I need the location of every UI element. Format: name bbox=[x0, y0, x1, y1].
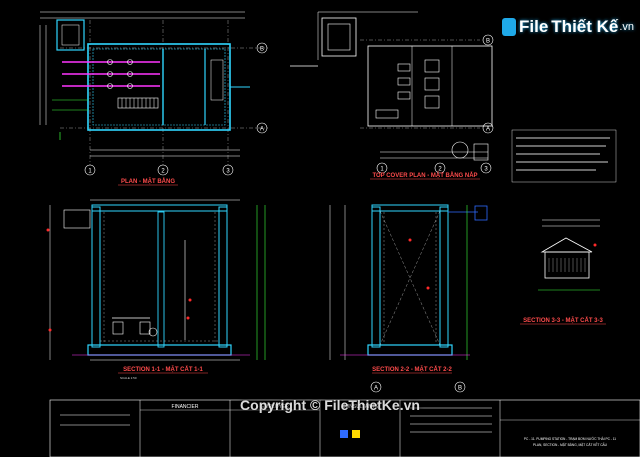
plan-grid-bubble-ya: A bbox=[256, 122, 268, 134]
notes-block bbox=[511, 129, 617, 183]
plan-grid-bubble-x1: 1 bbox=[84, 164, 96, 176]
copyright-watermark: Copyright © FileThietKe.vn bbox=[240, 397, 420, 413]
cover-grid-bubble-x2: 2 bbox=[434, 162, 446, 174]
cover-grid-bubble-ya: A bbox=[482, 122, 494, 134]
title-block-drawing-title-2: PLAN, SECTION - MẶT BẰNG, MẶT CẮT KẾT CẤ… bbox=[533, 442, 608, 447]
logo-badge-icon bbox=[502, 18, 516, 36]
svg-text:B: B bbox=[458, 386, 462, 392]
svg-text:3: 3 bbox=[226, 169, 230, 175]
sec22-grid-bubble-b: B bbox=[454, 381, 466, 393]
title-block-employer: EMPLOYER bbox=[261, 404, 289, 410]
svg-text:3: 3 bbox=[484, 167, 488, 173]
plan-grid-bubble-x3: 3 bbox=[222, 164, 234, 176]
plan-grid-bubble-x2: 2 bbox=[157, 164, 169, 176]
cover-grid-bubble-x3: 3 bbox=[480, 162, 492, 174]
section-3-3-title: SECTION 3-3 - MẶT CẮT 3-3 bbox=[523, 316, 603, 324]
top-cover-title: TOP COVER PLAN - MẶT BẰNG NẮP bbox=[372, 171, 477, 179]
logo-brand-domain: .vn bbox=[619, 21, 635, 33]
svg-text:2: 2 bbox=[161, 169, 165, 175]
svg-text:1: 1 bbox=[88, 169, 92, 175]
title-block bbox=[49, 399, 640, 457]
section-1-1-view bbox=[46, 199, 266, 361]
logo-brand-part1: File bbox=[519, 17, 549, 36]
cover-grid-bubble-yb: B bbox=[482, 34, 494, 46]
section-1-1-title: SECTION 1-1 - MẶT CẮT 1-1 bbox=[123, 365, 203, 373]
cover-grid-bubble-x1: 1 bbox=[376, 162, 388, 174]
logo-brand-part2: Thiết Kế bbox=[551, 17, 619, 36]
svg-text:A: A bbox=[374, 386, 378, 392]
svg-text:2: 2 bbox=[438, 167, 442, 173]
section-2-2-view bbox=[329, 204, 488, 360]
plan-title: PLAN - MẶT BẰNG bbox=[121, 177, 175, 185]
top-cover-plan-view bbox=[290, 11, 493, 161]
plan-view bbox=[39, 11, 268, 165]
svg-text:A: A bbox=[260, 127, 264, 133]
svg-text:B: B bbox=[486, 39, 490, 45]
filethietke-logo: File Thiết Kế .vn bbox=[502, 14, 634, 40]
plan-grid-bubble-yb: B bbox=[256, 42, 268, 54]
svg-text:B: B bbox=[260, 47, 264, 53]
section-3-3-view bbox=[538, 219, 600, 291]
section-2-2-title: SECTION 2-2 - MẶT CẮT 2-2 bbox=[372, 365, 452, 373]
svg-text:A: A bbox=[486, 127, 490, 133]
title-block-consultants: CONSULTANTS bbox=[342, 404, 379, 410]
title-block-drawing-title-1: PC - 11. PUMPING STATION - TRẠM BƠM NƯỚC… bbox=[524, 436, 616, 441]
sec22-grid-bubble-a: A bbox=[370, 381, 382, 393]
svg-text:1: 1 bbox=[380, 167, 384, 173]
title-block-financier: FINANCIER bbox=[172, 404, 199, 410]
section-1-1-scale: SCALE 1:50 bbox=[120, 376, 137, 380]
